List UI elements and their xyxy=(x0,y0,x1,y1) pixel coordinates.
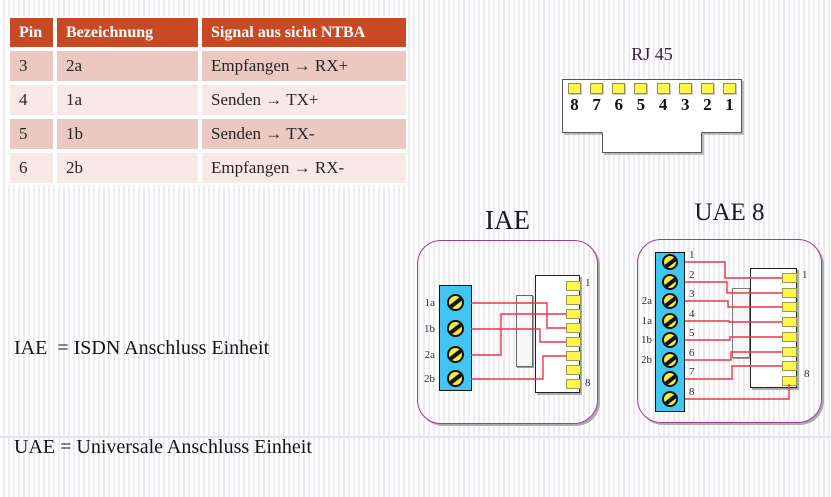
uae-mid-block xyxy=(732,288,750,358)
table-cell-bezeichnung: 2a xyxy=(57,51,198,81)
rj45-pin-number: 4 xyxy=(658,95,668,114)
iae-panel xyxy=(417,240,598,424)
rj45-connector: 8 7 6 5 4 3 2 1 xyxy=(562,79,742,133)
rj45-number-row: 8 7 6 5 4 3 2 1 xyxy=(563,94,741,115)
connector-pin-icon xyxy=(566,365,581,375)
iae-connector xyxy=(535,275,580,393)
uae-terminal-label: 2a xyxy=(641,295,652,307)
uae-terminal-number: 4 xyxy=(689,308,695,320)
rj45-title: RJ 45 xyxy=(631,44,673,64)
rj45-pin-icon xyxy=(678,83,692,94)
pin-table: Pin Bezeichnung Signal aus sicht NTBA 3 … xyxy=(8,16,408,185)
uae-title: UAE 8 xyxy=(694,199,765,226)
uae-terminal-label: 2b xyxy=(641,354,652,366)
screw-terminal-icon xyxy=(662,352,678,368)
uae-pin1-label: 1 xyxy=(802,269,808,281)
table-cell-pin: 4 xyxy=(10,85,53,115)
rj45-pin-number: 3 xyxy=(680,95,690,114)
rj45-pin-number: 8 xyxy=(570,95,579,114)
uae-terminal-number: 1 xyxy=(689,249,695,261)
connector-pin-icon xyxy=(782,288,797,298)
screw-terminal-icon xyxy=(447,294,464,311)
rj45-pin-number: 6 xyxy=(614,95,624,114)
rj45-pin-number: 5 xyxy=(636,95,646,114)
table-header-pin: Pin xyxy=(10,18,53,47)
table-header-bezeichnung: Bezeichnung xyxy=(57,18,198,47)
connector-pin-icon xyxy=(566,337,581,347)
rj45-pin-icon xyxy=(700,83,714,94)
connector-pin-icon xyxy=(782,302,797,312)
bottom-edge-line xyxy=(0,436,831,438)
connector-pin-icon xyxy=(566,309,581,319)
screw-terminal-icon xyxy=(662,274,678,290)
rj45-pin-row xyxy=(563,80,741,94)
uae-panel xyxy=(637,239,822,423)
screw-terminal-icon xyxy=(662,313,678,329)
uae-terminal-label: 1b xyxy=(641,334,652,346)
rj45-pin-icon xyxy=(568,83,581,94)
table-cell-signal: Senden → TX+ xyxy=(202,85,406,115)
rj45-pin-number: 7 xyxy=(592,95,601,114)
table-cell-signal: Senden → TX- xyxy=(202,119,406,149)
table-cell-bezeichnung: 1a xyxy=(57,85,198,115)
uae-terminal-label: 1a xyxy=(641,315,652,327)
screw-terminal-icon xyxy=(662,371,678,387)
iae-terminal-label: 1a xyxy=(424,297,435,309)
uae-terminal-number: 2 xyxy=(689,269,695,281)
rj45-latch xyxy=(602,132,702,153)
iae-pin8-label: 8 xyxy=(585,377,591,389)
table-cell-bezeichnung: 2b xyxy=(57,153,198,183)
rj45-pin-number: 2 xyxy=(703,95,712,114)
uae-terminal-number: 6 xyxy=(689,347,695,359)
rj45-pin-icon xyxy=(612,83,626,94)
table-cell-bezeichnung: 1b xyxy=(57,119,198,149)
connector-pin-icon xyxy=(566,379,581,389)
connector-pin-icon xyxy=(782,361,797,371)
connector-pin-icon xyxy=(782,332,797,342)
connector-pin-icon xyxy=(782,273,797,283)
iae-terminal-label: 1b xyxy=(424,323,435,335)
iae-mid-block xyxy=(516,295,533,367)
iae-pin1-label: 1 xyxy=(585,277,591,289)
rj45-pin-number: 1 xyxy=(725,95,734,114)
uae-terminal-number: 8 xyxy=(689,386,695,398)
connector-pin-icon xyxy=(566,351,581,361)
legend-line-iae: IAE = ISDN Anschluss Einheit xyxy=(14,337,270,359)
screw-terminal-icon xyxy=(447,346,464,363)
connector-pin-icon xyxy=(782,347,797,357)
rj45-pin-icon xyxy=(590,83,604,94)
connector-pin-icon xyxy=(782,376,797,386)
connector-pin-icon xyxy=(566,281,581,291)
screw-terminal-icon xyxy=(662,254,678,270)
iae-terminal-label: 2a xyxy=(424,349,435,361)
table-cell-signal: Empfangen → RX- xyxy=(202,153,406,183)
iae-terminal-label: 2b xyxy=(424,373,435,385)
screw-terminal-icon xyxy=(447,370,464,387)
table-header-signal: Signal aus sicht NTBA xyxy=(202,18,406,47)
screw-terminal-icon xyxy=(662,391,678,407)
uae-terminal-number: 5 xyxy=(689,327,695,339)
rj45-pin-icon xyxy=(634,83,648,94)
screw-terminal-icon xyxy=(662,332,678,348)
table-cell-signal: Empfangen → RX+ xyxy=(202,51,406,81)
table-cell-pin: 3 xyxy=(10,51,53,81)
uae-terminal-number: 7 xyxy=(689,366,695,378)
rj45-pin-icon xyxy=(656,83,670,94)
slide-background: { "table": { "headers": ["Pin", "Bezeich… xyxy=(0,0,831,438)
rj45-pin-icon xyxy=(722,83,736,94)
screw-terminal-icon xyxy=(662,293,678,309)
iae-title: IAE xyxy=(485,205,530,235)
connector-pin-icon xyxy=(782,317,797,327)
table-cell-pin: 6 xyxy=(10,153,53,183)
screw-terminal-icon xyxy=(447,320,464,337)
connector-pin-icon xyxy=(566,323,581,333)
abbreviation-legend: IAE = ISDN Anschluss Einheit UAE = Unive… xyxy=(14,266,312,497)
uae-terminal-number: 3 xyxy=(689,288,695,300)
table-cell-pin: 5 xyxy=(10,119,53,149)
connector-pin-icon xyxy=(566,295,581,305)
uae-pin8-label: 8 xyxy=(804,368,810,380)
